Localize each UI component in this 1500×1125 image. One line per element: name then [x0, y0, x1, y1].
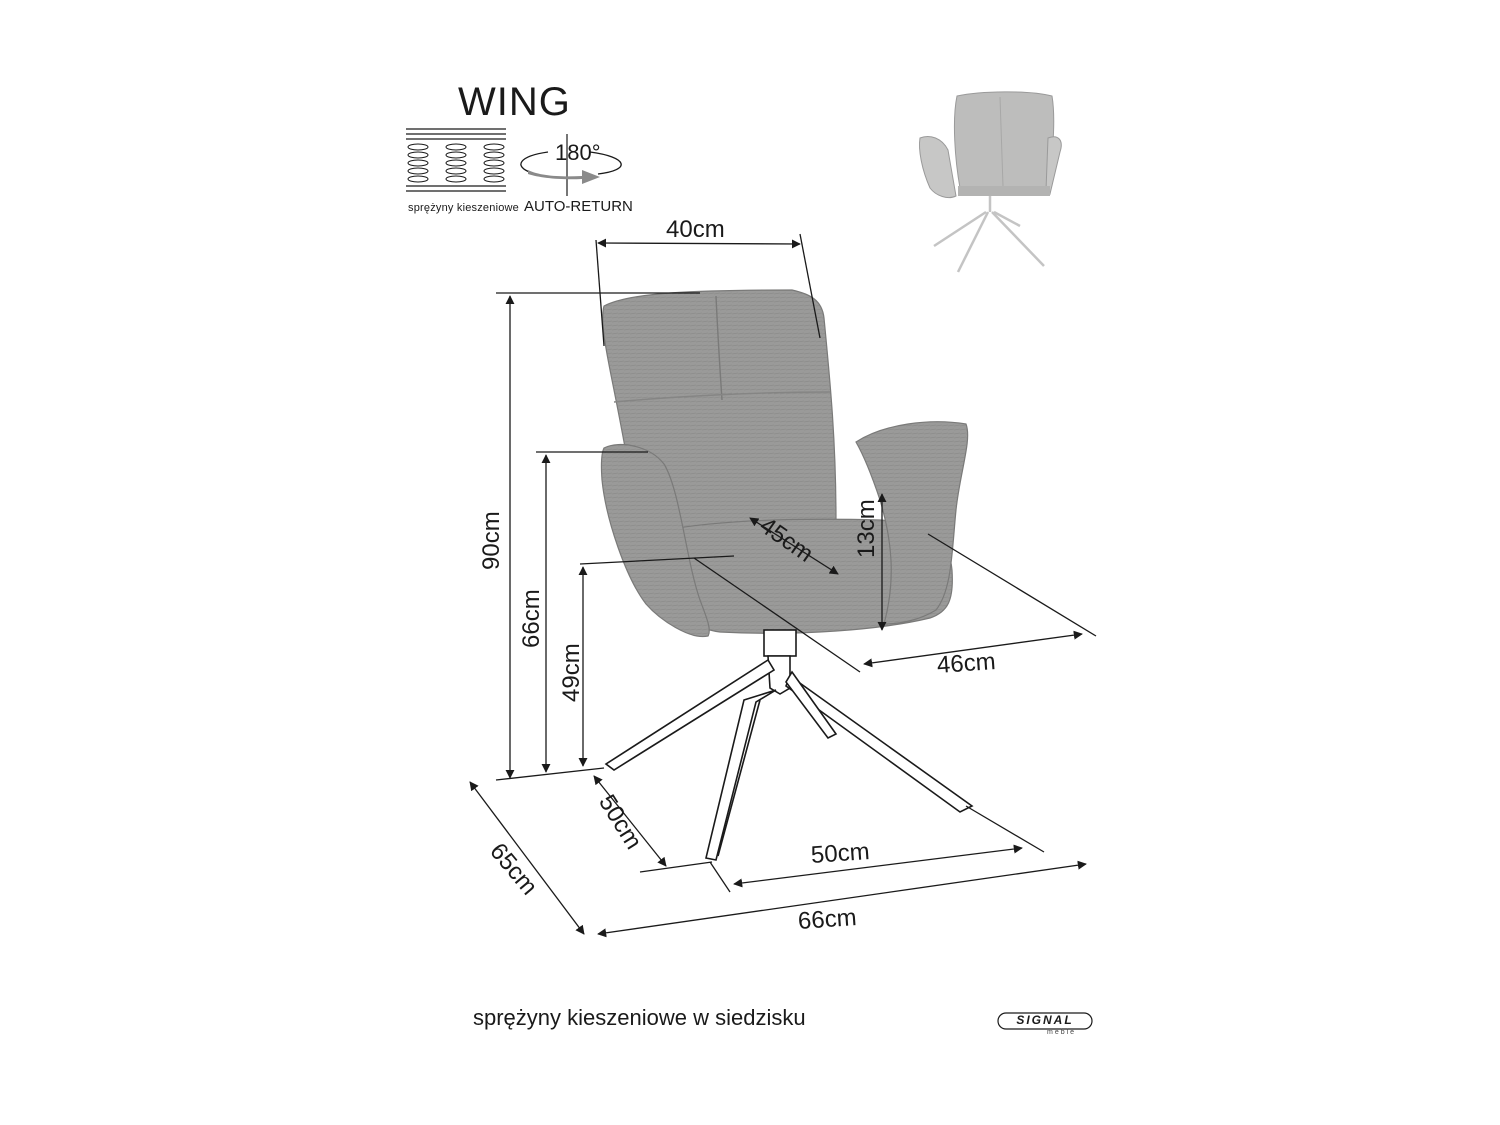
dimension-seat-width: 46cm: [936, 647, 997, 680]
dimension-height-total: 90cm: [478, 511, 505, 570]
rotation-icon: [520, 134, 622, 196]
pocket-springs-icon: [406, 128, 506, 192]
rotation-degrees-label: 180°: [555, 140, 601, 165]
product-title: WING: [458, 80, 571, 124]
dimension-height-seat: 49cm: [558, 643, 585, 702]
chair-base: [604, 655, 974, 861]
dimension-width-back: 40cm: [666, 216, 725, 243]
brand-logo-subtext: meble: [1047, 1029, 1077, 1036]
dimension-lines: [469, 233, 1097, 938]
chair-illustration: [600, 289, 974, 861]
dimension-height-armrest: 66cm: [518, 589, 545, 648]
brand-logo: SIGNAL meble: [997, 1011, 1093, 1037]
dimension-armrest-above-seat: 13cm: [853, 499, 880, 558]
brand-logo-text: SIGNAL: [1016, 1013, 1074, 1027]
left-armrest: [600, 443, 710, 638]
dimension-base-width: 50cm: [810, 837, 871, 870]
chair-back-view-thumbnail: [919, 91, 1062, 273]
footer-caption: sprężyny kieszeniowe w siedzisku: [473, 1005, 806, 1030]
dimension-width-total: 66cm: [797, 903, 858, 936]
pocket-springs-caption: sprężyny kieszeniowe: [408, 202, 519, 214]
auto-return-caption: AUTO-RETURN: [524, 198, 633, 215]
